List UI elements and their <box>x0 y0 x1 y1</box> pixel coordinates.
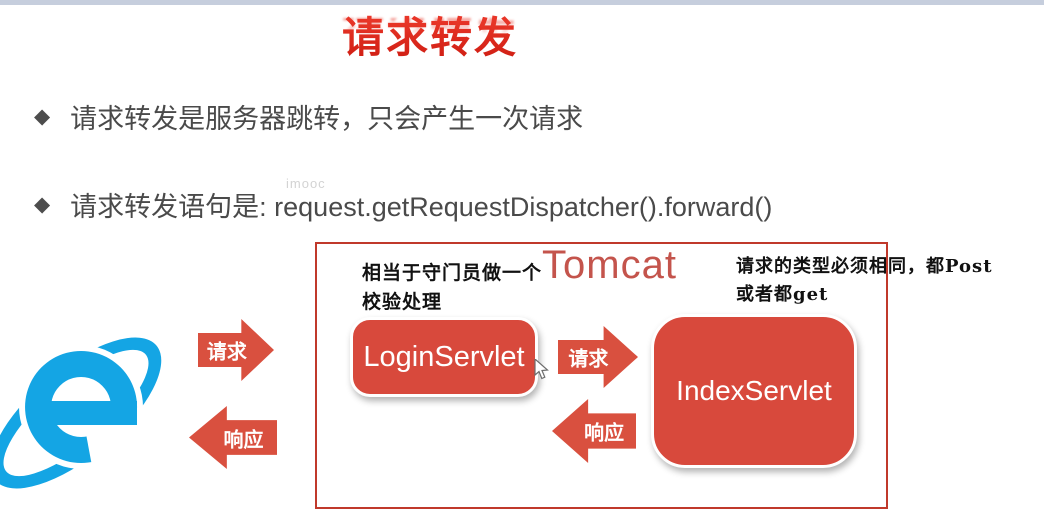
tomcat-container-box <box>315 242 888 509</box>
tomcat-label: Tomcat <box>542 243 677 287</box>
arrow-label: 请求 <box>568 348 609 371</box>
right-arrow-shape <box>198 319 274 381</box>
request-arrow: 请求 <box>558 326 638 388</box>
bullet-text: 请求转发是服务器跳转，只会产生一次请求 <box>70 104 584 134</box>
response-arrow: 响应 <box>552 399 636 463</box>
bullet-text: 请求转发语句是: request.getRequestDispatcher().… <box>70 192 773 222</box>
response-arrow: 响应 <box>189 406 277 469</box>
left-arrow-shape <box>552 399 636 463</box>
arrow-label: 响应 <box>223 429 264 451</box>
node-label: LoginServlet <box>363 340 525 373</box>
bullet-item: ◆ 请求转发是服务器跳转，只会产生一次请求 <box>34 97 583 136</box>
index-servlet-node: IndexServlet <box>651 314 857 468</box>
watermark: imooc <box>286 176 326 191</box>
window-top-strip <box>0 0 1044 5</box>
gatekeeper-note-line2: 校验处理 <box>362 291 443 314</box>
mouse-cursor-icon <box>534 359 549 380</box>
request-arrow: 请求 <box>198 319 274 381</box>
arrow-label: 响应 <box>584 422 625 445</box>
request-type-note-line2: 或者都get <box>736 283 829 305</box>
page-title: 请求转发 <box>300 4 560 65</box>
gatekeeper-note: 相当于守门员做一个 校验处理 <box>362 259 552 318</box>
bullet-item: ◆ 请求转发语句是: request.getRequestDispatcher(… <box>34 185 772 224</box>
login-servlet-node: LoginServlet <box>350 317 538 397</box>
page-title-reflection: 请求转发 <box>300 18 560 46</box>
request-type-note: 请求的类型必须相同，都Post 或者都get <box>736 253 1006 309</box>
arrow-label: 请求 <box>206 341 247 364</box>
gatekeeper-note-line1: 相当于守门员做一个 <box>362 262 543 284</box>
diamond-bullet-icon: ◆ <box>34 193 51 216</box>
right-arrow-shape <box>558 326 638 388</box>
diamond-bullet-icon: ◆ <box>34 105 51 128</box>
node-label: IndexServlet <box>676 375 832 406</box>
left-arrow-shape <box>189 406 277 469</box>
request-type-note-line1: 请求的类型必须相同，都Post <box>736 256 993 277</box>
internet-explorer-icon <box>0 337 168 509</box>
